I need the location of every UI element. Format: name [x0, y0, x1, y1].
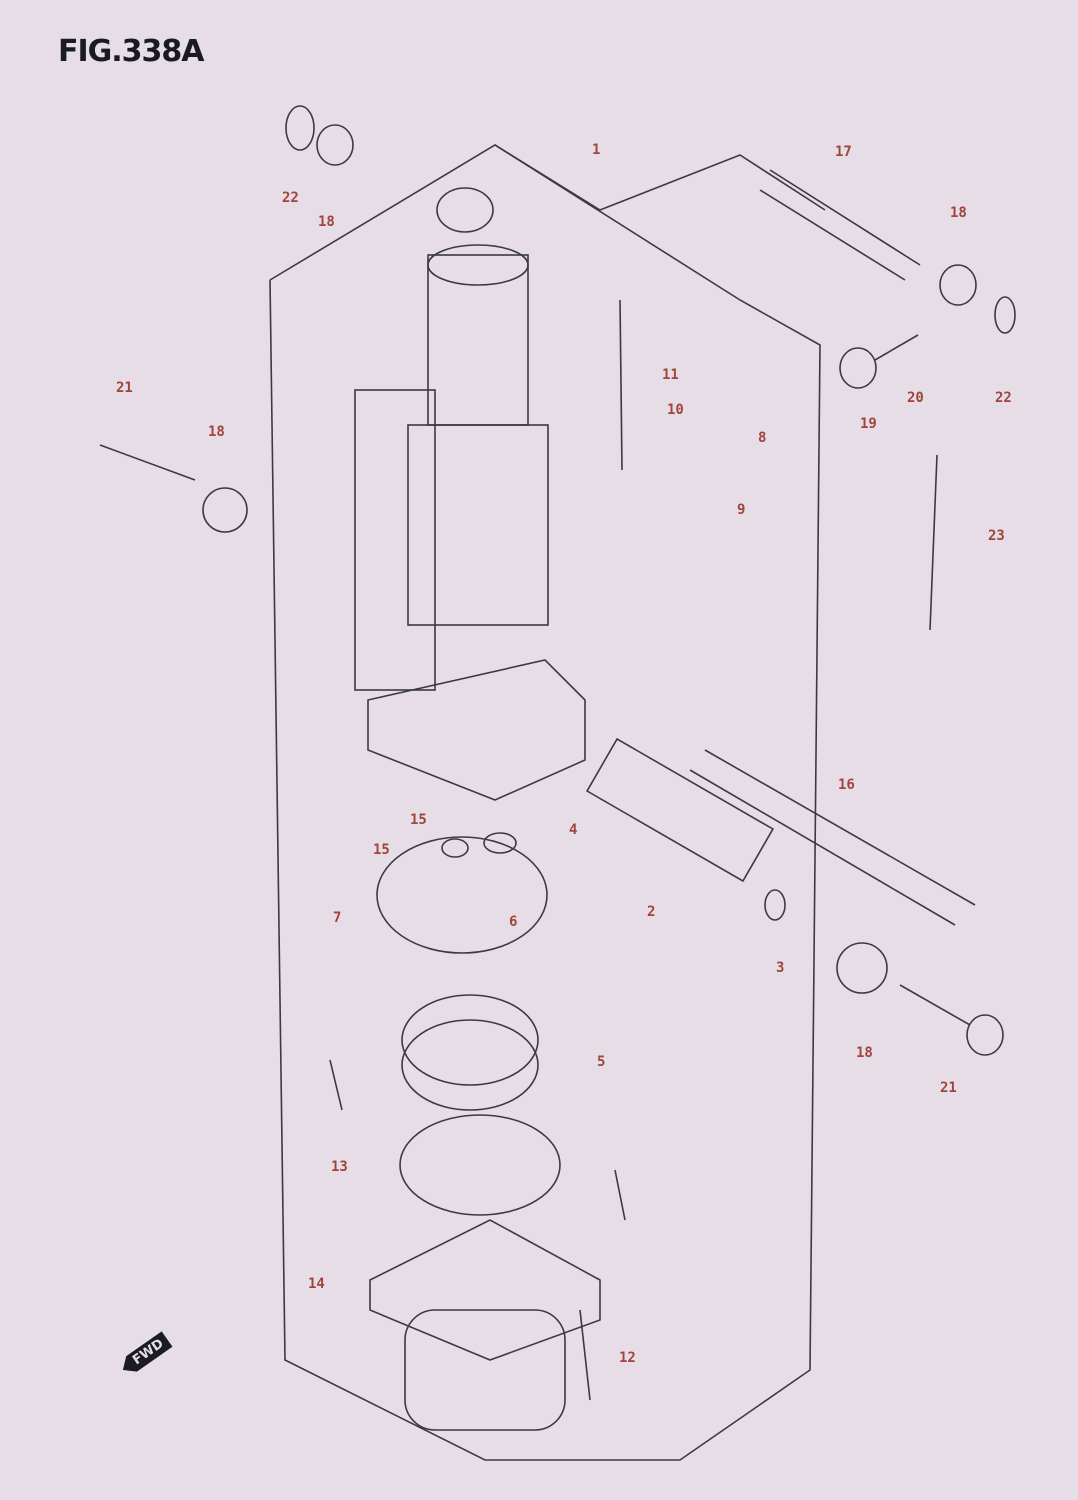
callout-23: 23: [988, 528, 1005, 544]
callout-13: 13: [331, 1159, 348, 1175]
callout-11: 11: [662, 367, 679, 383]
callout-16: 16: [838, 777, 855, 793]
figure-title: FIG.338A: [58, 34, 205, 69]
callout-12: 12: [619, 1350, 636, 1366]
callout-9: 9: [737, 502, 746, 518]
callout-10: 10: [667, 402, 684, 418]
shafts-and-pins: [99, 105, 1016, 1401]
callout-20: 20: [907, 390, 924, 406]
callout-21: 21: [940, 1080, 957, 1096]
callout-18: 18: [950, 205, 967, 221]
callout-5: 5: [597, 1054, 606, 1070]
callout-21: 21: [116, 380, 133, 396]
callout-8: 8: [758, 430, 767, 446]
callout-17: 17: [835, 144, 852, 160]
callout-15: 15: [410, 812, 427, 828]
callout-1: 1: [592, 142, 601, 158]
callout-3: 3: [776, 960, 785, 976]
callout-6: 6: [509, 914, 518, 930]
callout-7: 7: [333, 910, 342, 926]
callout-19: 19: [860, 416, 877, 432]
assembly-outline-box: [269, 144, 826, 1461]
callout-22: 22: [995, 390, 1012, 406]
callout-18: 18: [208, 424, 225, 440]
callout-14: 14: [308, 1276, 325, 1292]
callout-2: 2: [647, 904, 656, 920]
callout-15: 15: [373, 842, 390, 858]
pump-parts: [369, 832, 601, 1431]
callout-22: 22: [282, 190, 299, 206]
trim-cylinder: [354, 187, 586, 801]
callout-18: 18: [856, 1045, 873, 1061]
callout-4: 4: [569, 822, 578, 838]
callout-18: 18: [318, 214, 335, 230]
